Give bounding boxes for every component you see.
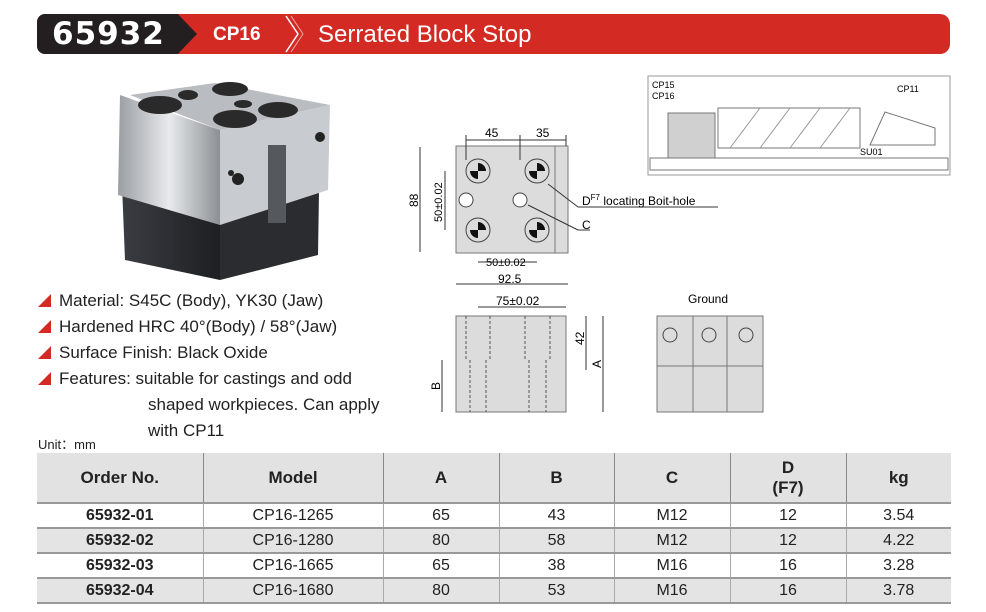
code-badge bbox=[37, 14, 197, 54]
top-view: 45 35 88 50±0.02 50±0.02 92.5 DF7 locati… bbox=[407, 126, 718, 286]
feature-text: Hardened HRC 40°(Body) / 58°(Jaw) bbox=[59, 317, 338, 336]
dim-b: B bbox=[429, 382, 443, 390]
feature-text: Surface Finish: Black Oxide bbox=[59, 343, 268, 362]
dim-75: 75±0.02 bbox=[496, 294, 540, 308]
table-cell: 65932-04 bbox=[37, 578, 203, 603]
bullet-triangle-icon bbox=[38, 320, 51, 333]
ground-view: Ground bbox=[656, 292, 764, 413]
table-cell: 65932-02 bbox=[37, 528, 203, 553]
table-cell: M12 bbox=[613, 528, 730, 553]
table-cell: CP16-1665 bbox=[202, 553, 383, 578]
table-cell: 65 bbox=[382, 503, 499, 528]
dim-92-5: 92.5 bbox=[498, 272, 522, 286]
col-b: B bbox=[498, 453, 614, 503]
table-cell: 53 bbox=[498, 578, 614, 603]
feature-continuation: shaped workpieces. Can apply bbox=[148, 395, 380, 414]
table-cell: M16 bbox=[613, 553, 730, 578]
table-cell: 16 bbox=[729, 553, 846, 578]
dim-88: 88 bbox=[407, 193, 421, 207]
technical-drawings: 45 35 88 50±0.02 50±0.02 92.5 DF7 locati… bbox=[407, 75, 951, 413]
table-cell: 65 bbox=[382, 553, 499, 578]
feature-continuation: with CP11 bbox=[148, 421, 225, 440]
col-kg: kg bbox=[845, 453, 951, 503]
bullet-triangle-icon bbox=[38, 346, 51, 359]
chevron-icon bbox=[285, 15, 304, 53]
table-cell: 3.28 bbox=[845, 553, 951, 578]
table-cell: CP16-1280 bbox=[202, 528, 383, 553]
feature-text: Features: suitable for castings and odd bbox=[59, 369, 352, 388]
dim-50-vertical: 50±0.02 bbox=[433, 182, 445, 222]
dim-45: 45 bbox=[485, 126, 499, 140]
col-d: D(F7) bbox=[729, 453, 846, 503]
dim-50-horizontal: 50±0.02 bbox=[486, 257, 526, 269]
table-cell: 12 bbox=[729, 503, 846, 528]
dim-a: A bbox=[590, 360, 604, 368]
side-view: 75±0.02 42 A B bbox=[429, 294, 604, 413]
bullet-triangle-icon bbox=[38, 294, 51, 307]
col-model: Model bbox=[202, 453, 383, 503]
col-a: A bbox=[382, 453, 499, 503]
ground-label: Ground bbox=[688, 292, 728, 306]
dim-42: 42 bbox=[573, 331, 587, 345]
app-cp16-label: CP16 bbox=[652, 91, 675, 101]
app-cp15-label: CP15 bbox=[652, 80, 675, 90]
series-label: CP16 bbox=[213, 24, 261, 45]
table-cell: CP16-1265 bbox=[202, 503, 383, 528]
table-cell: 38 bbox=[498, 553, 614, 578]
table-cell: M12 bbox=[613, 503, 730, 528]
bullet-triangle-icon bbox=[38, 372, 51, 385]
table-cell: 4.22 bbox=[845, 528, 951, 553]
app-cp11-label: CP11 bbox=[897, 84, 919, 94]
table-cell: 3.54 bbox=[845, 503, 951, 528]
table-cell: M16 bbox=[613, 578, 730, 603]
product-title: Serrated Block Stop bbox=[318, 21, 532, 48]
table-cell: CP16-1680 bbox=[202, 578, 383, 603]
table-header: Order No. Model A B C D(F7) kg bbox=[37, 453, 951, 503]
hole-c-label: C bbox=[582, 218, 591, 232]
table-cell: 80 bbox=[382, 578, 499, 603]
feature-material: Material: S45C (Body), YK30 (Jaw) bbox=[38, 291, 323, 311]
product-photo bbox=[118, 82, 330, 280]
table-cell: 58 bbox=[498, 528, 614, 553]
product-code: 65932 bbox=[52, 16, 165, 52]
table-cell: 43 bbox=[498, 503, 614, 528]
feature-features: Features: suitable for castings and odd bbox=[38, 369, 352, 389]
app-su01-label: SU01 bbox=[860, 147, 883, 157]
table-cell: 65932-01 bbox=[85, 506, 154, 524]
col-order-no: Order No. bbox=[37, 453, 203, 503]
table-cell: 65932-03 bbox=[85, 556, 154, 574]
feature-hardness: Hardened HRC 40°(Body) / 58°(Jaw) bbox=[38, 317, 337, 337]
unit-label: Unit：mm bbox=[38, 437, 96, 452]
table-cell: 3.78 bbox=[845, 578, 951, 603]
table-cell: 80 bbox=[382, 528, 499, 553]
col-c: C bbox=[613, 453, 730, 503]
feature-text: Material: S45C (Body), YK30 (Jaw) bbox=[59, 291, 324, 310]
table-cell: 16 bbox=[729, 578, 846, 603]
dim-35: 35 bbox=[536, 126, 550, 140]
table-cell: 12 bbox=[729, 528, 846, 553]
hole-d-label: DF7 locating Boit-hole bbox=[582, 193, 696, 208]
application-diagram: CP15 CP16 CP11 SU01 bbox=[647, 75, 951, 176]
feature-finish: Surface Finish: Black Oxide bbox=[38, 343, 268, 363]
